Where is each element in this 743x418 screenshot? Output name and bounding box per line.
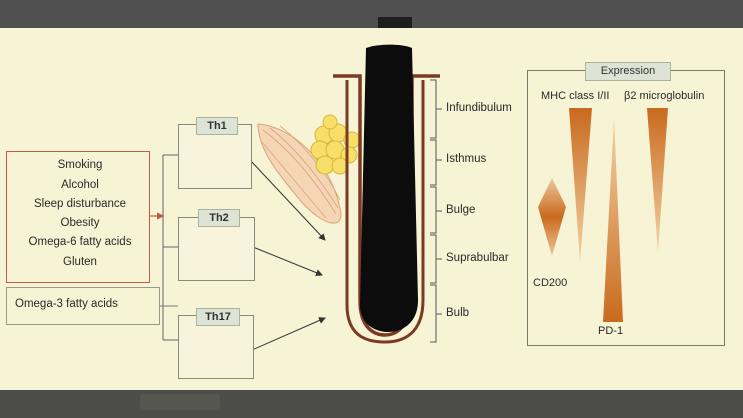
th1-arrow bbox=[249, 159, 326, 241]
th2-box bbox=[178, 217, 255, 281]
th1-label: Th1 bbox=[196, 117, 238, 135]
th2-label: Th2 bbox=[198, 209, 240, 227]
th17-arrow bbox=[251, 317, 326, 351]
risk-factors-box bbox=[6, 151, 150, 283]
region-isthmus: Isthmus bbox=[446, 153, 487, 165]
region-suprabulbar: Suprabulbar bbox=[446, 252, 509, 264]
factor-obesity: Obesity bbox=[60, 217, 100, 229]
factor-omega6: Omega-6 fatty acids bbox=[28, 236, 132, 248]
region-bulge: Bulge bbox=[446, 204, 476, 216]
protective-factor-omega3: Omega-3 fatty acids bbox=[15, 298, 118, 310]
bracket-isthmus bbox=[430, 139, 437, 186]
factor-gluten: Gluten bbox=[63, 256, 97, 268]
follicle-inner-sheath bbox=[345, 80, 425, 344]
mhc-expression-wedge bbox=[569, 108, 592, 262]
bottom-smudge bbox=[140, 394, 220, 410]
bottom-bar bbox=[0, 390, 743, 418]
label-cd200: CD200 bbox=[533, 277, 568, 289]
factor-alcohol: Alcohol bbox=[61, 179, 99, 191]
bracket-bulge bbox=[430, 186, 437, 234]
factor-smoking: Smoking bbox=[57, 159, 103, 171]
label-mhc-class: MHC class I/II bbox=[541, 90, 610, 102]
pd1-expression-wedge bbox=[603, 118, 623, 322]
region-bulb: Bulb bbox=[446, 307, 470, 319]
top-bar bbox=[0, 0, 743, 28]
label-pd1: PD-1 bbox=[598, 325, 624, 337]
hair-shaft bbox=[360, 44, 418, 333]
th17-label: Th17 bbox=[196, 308, 240, 326]
expression-panel bbox=[527, 70, 725, 346]
b2m-expression-wedge bbox=[647, 108, 668, 252]
expression-title: Expression bbox=[585, 62, 671, 81]
label-b2-microglobulin: β2 microglobulin bbox=[624, 90, 705, 102]
omega3-box bbox=[6, 287, 160, 325]
factor-sleep-disturbance: Sleep disturbance bbox=[33, 198, 127, 210]
th2-arrow bbox=[252, 246, 323, 276]
cd200-expression-diamond bbox=[538, 178, 566, 256]
arrector-pili-muscle bbox=[257, 123, 342, 224]
top-dark-tab bbox=[378, 17, 412, 28]
region-infundibulum: Infundibulum bbox=[446, 102, 512, 114]
